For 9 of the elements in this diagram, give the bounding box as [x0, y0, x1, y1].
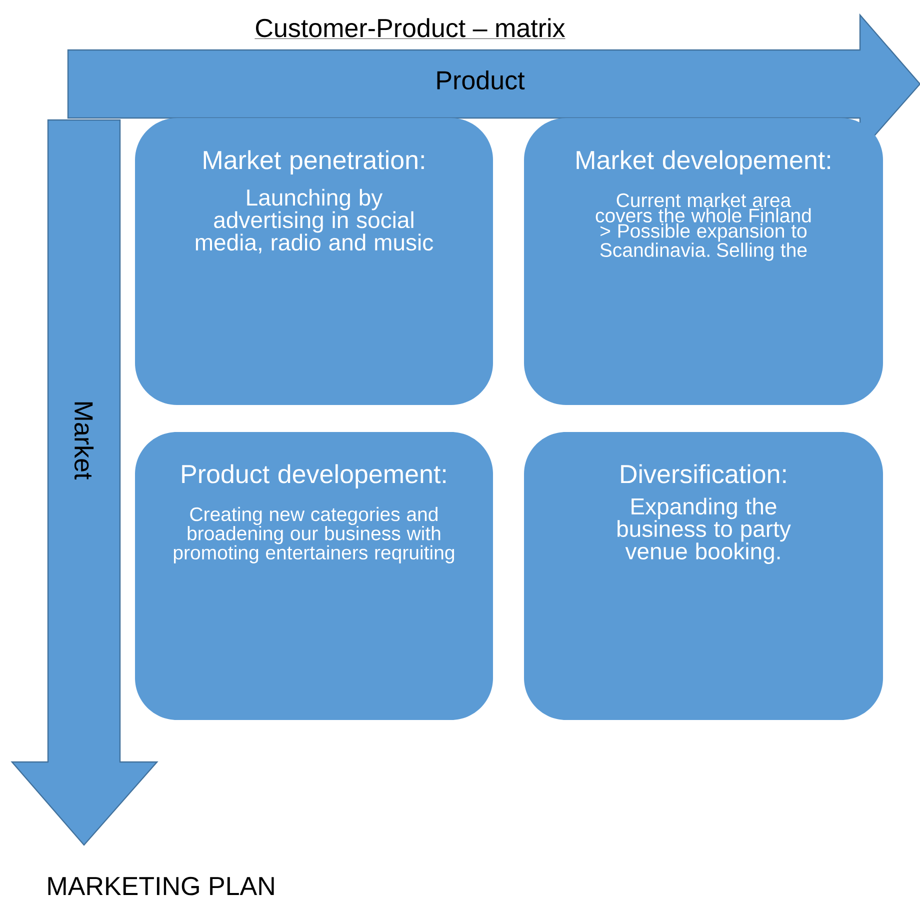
footer-label: MARKETING PLAN — [48, 876, 274, 896]
strategy-box: Market penetration: Launching by advertising in social media, radio and music — [135, 118, 493, 405]
node-label: Current market area covers the whole Finland > Possible expansion to Scandinavia. Selling the — [596, 192, 811, 261]
node-label: Product — [437, 70, 525, 90]
strategy-box: Diversification: Expanding the business to party venue booking. — [524, 432, 883, 720]
strategy-box: Market developement: Current market area covers the whole Finland > Possible expansion to Scandinavia. Selling the — [524, 118, 883, 405]
node-label: Launching by advertising in social media, radio and music — [196, 188, 434, 254]
strategy-box: Product developement: Creating new categories and broadening our business with promoting entertainers reqruiting — [135, 432, 493, 720]
title: Customer-Product – matrix — [254, 18, 566, 39]
